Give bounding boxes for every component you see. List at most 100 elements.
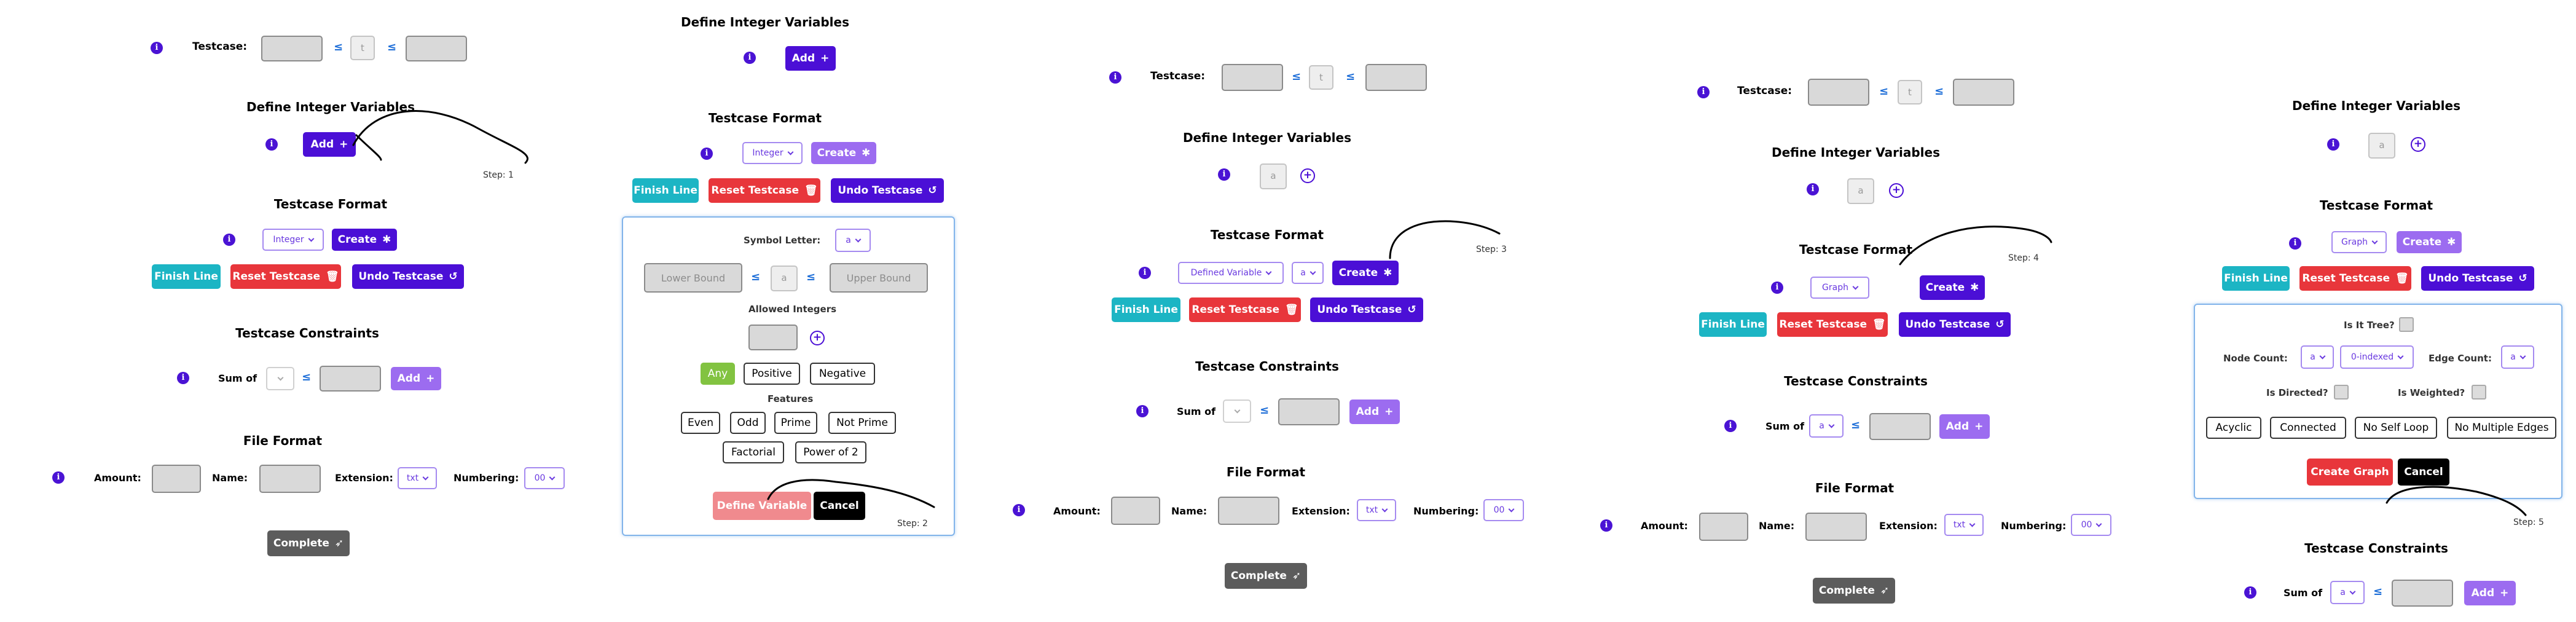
sum-of-select[interactable]: a xyxy=(2330,581,2365,604)
sum-of-select[interactable]: a xyxy=(1809,414,1844,438)
option-connected[interactable]: Connected xyxy=(2270,417,2346,439)
numbering-select[interactable]: 00 xyxy=(2071,514,2111,536)
reset-testcase-button[interactable]: Reset Testcase🗑 xyxy=(1189,297,1301,322)
name-input[interactable] xyxy=(1805,513,1867,541)
info-icon[interactable]: i xyxy=(1771,281,1783,294)
is-directed-checkbox[interactable] xyxy=(2334,385,2349,400)
option-acyclic[interactable]: Acyclic xyxy=(2206,417,2261,439)
format-type-select[interactable]: Integer xyxy=(742,142,803,164)
create-button[interactable]: Create✱ xyxy=(1920,275,1985,300)
finish-line-button[interactable]: Finish Line xyxy=(1112,297,1180,322)
format-type-select[interactable]: Graph xyxy=(2331,231,2387,253)
is-it-tree-checkbox[interactable] xyxy=(2399,317,2414,332)
create-button[interactable]: Create✱ xyxy=(2397,231,2462,253)
info-icon[interactable]: i xyxy=(1136,405,1149,417)
add-constraint-button[interactable]: Add+ xyxy=(1349,400,1400,424)
format-type-select[interactable]: Integer xyxy=(262,229,324,251)
upper-bound-input[interactable]: Upper Bound xyxy=(830,263,928,293)
amount-input[interactable] xyxy=(1111,497,1160,525)
name-input[interactable] xyxy=(1218,497,1279,525)
feature-power-of-2[interactable]: Power of 2 xyxy=(795,441,866,463)
sign-option-any[interactable]: Any xyxy=(701,363,735,385)
add-constraint-button[interactable]: Add+ xyxy=(391,367,441,390)
finish-line-button[interactable]: Finish Line xyxy=(2222,266,2290,291)
plus-icon[interactable]: + xyxy=(2411,137,2425,152)
extension-select[interactable]: txt xyxy=(1944,514,1984,536)
info-icon[interactable]: i xyxy=(1807,183,1819,195)
info-icon[interactable]: i xyxy=(52,471,65,484)
undo-testcase-button[interactable]: Undo Testcase↺ xyxy=(1310,297,1423,322)
create-button[interactable]: Create✱ xyxy=(811,142,876,164)
info-icon[interactable]: i xyxy=(1218,168,1230,181)
finish-line-button[interactable]: Finish Line xyxy=(1699,312,1767,337)
info-icon[interactable]: i xyxy=(744,52,756,64)
complete-button[interactable]: Complete➶ xyxy=(267,530,350,556)
sum-limit-input[interactable] xyxy=(1869,413,1931,440)
plus-icon[interactable]: + xyxy=(1300,168,1315,183)
numbering-select[interactable]: 00 xyxy=(524,467,565,489)
reset-testcase-button[interactable]: Reset Testcase🗑 xyxy=(1777,312,1888,337)
info-icon[interactable]: i xyxy=(1697,86,1710,98)
create-button[interactable]: Create✱ xyxy=(332,229,397,251)
symbol-letter-select[interactable]: a xyxy=(835,229,871,252)
reset-testcase-button[interactable]: Reset Testcase🗑 xyxy=(230,264,341,289)
add-constraint-button[interactable]: Add+ xyxy=(2464,581,2516,605)
info-icon[interactable]: i xyxy=(2327,138,2339,151)
format-type-select[interactable]: Graph xyxy=(1810,277,1869,299)
testcase-upper-input[interactable] xyxy=(406,36,467,61)
plus-icon[interactable]: + xyxy=(810,331,825,345)
info-icon[interactable]: i xyxy=(1013,504,1025,516)
edge-count-select[interactable]: a xyxy=(2501,345,2534,369)
feature-even[interactable]: Even xyxy=(681,412,720,434)
complete-button[interactable]: Complete➶ xyxy=(1225,563,1307,589)
sign-option-negative[interactable]: Negative xyxy=(810,363,875,385)
testcase-lower-input[interactable] xyxy=(261,36,323,61)
is-weighted-checkbox[interactable] xyxy=(2472,385,2486,400)
cancel-button[interactable]: Cancel xyxy=(2398,459,2449,486)
sum-of-select[interactable] xyxy=(1223,400,1251,423)
feature-odd[interactable]: Odd xyxy=(730,412,766,434)
info-icon[interactable]: i xyxy=(1724,420,1737,432)
testcase-lower-input[interactable] xyxy=(1222,64,1283,91)
define-variable-button[interactable]: Define Variable xyxy=(713,492,811,520)
finish-line-button[interactable]: Finish Line xyxy=(152,264,221,289)
undo-testcase-button[interactable]: Undo Testcase↺ xyxy=(2421,266,2534,291)
info-icon[interactable]: i xyxy=(1139,267,1151,279)
add-variable-button[interactable]: Add+ xyxy=(785,46,836,71)
allowed-integer-input[interactable] xyxy=(748,325,798,350)
extension-select[interactable]: txt xyxy=(1357,499,1396,521)
variable-select[interactable]: a xyxy=(1292,262,1324,284)
name-input[interactable] xyxy=(259,465,321,493)
feature-not-prime[interactable]: Not Prime xyxy=(828,412,896,434)
add-constraint-button[interactable]: Add+ xyxy=(1939,414,1990,439)
info-icon[interactable]: i xyxy=(1109,71,1121,84)
lower-bound-input[interactable]: Lower Bound xyxy=(644,263,742,293)
amount-input[interactable] xyxy=(152,465,201,493)
format-type-select[interactable]: Defined Variable xyxy=(1178,262,1284,284)
info-icon[interactable]: i xyxy=(701,148,713,160)
undo-testcase-button[interactable]: Undo Testcase↺ xyxy=(831,178,944,203)
testcase-upper-input[interactable] xyxy=(1365,64,1427,91)
reset-testcase-button[interactable]: Reset Testcase🗑 xyxy=(2299,266,2411,291)
amount-input[interactable] xyxy=(1699,513,1748,541)
cancel-button[interactable]: Cancel xyxy=(814,492,865,520)
option-no-self-loop[interactable]: No Self Loop xyxy=(2355,417,2437,439)
add-variable-button[interactable]: Add+ xyxy=(303,132,356,157)
create-graph-button[interactable]: Create Graph xyxy=(2307,459,2393,486)
info-icon[interactable]: i xyxy=(265,138,278,151)
testcase-upper-input[interactable] xyxy=(1953,79,2014,106)
numbering-select[interactable]: 00 xyxy=(1483,499,1524,521)
feature-factorial[interactable]: Factorial xyxy=(723,441,784,463)
testcase-lower-input[interactable] xyxy=(1808,79,1869,106)
option-no-multiple-edges[interactable]: No Multiple Edges xyxy=(2447,417,2556,439)
info-icon[interactable]: i xyxy=(223,234,235,246)
sum-limit-input[interactable] xyxy=(320,366,381,392)
feature-prime[interactable]: Prime xyxy=(774,412,817,434)
node-count-select[interactable]: a xyxy=(2301,345,2334,369)
info-icon[interactable]: i xyxy=(2289,237,2301,250)
plus-icon[interactable]: + xyxy=(1889,183,1904,198)
create-button[interactable]: Create✱ xyxy=(1332,261,1399,285)
info-icon[interactable]: i xyxy=(177,372,189,384)
sum-limit-input[interactable] xyxy=(2392,580,2453,607)
sign-option-positive[interactable]: Positive xyxy=(744,363,800,385)
